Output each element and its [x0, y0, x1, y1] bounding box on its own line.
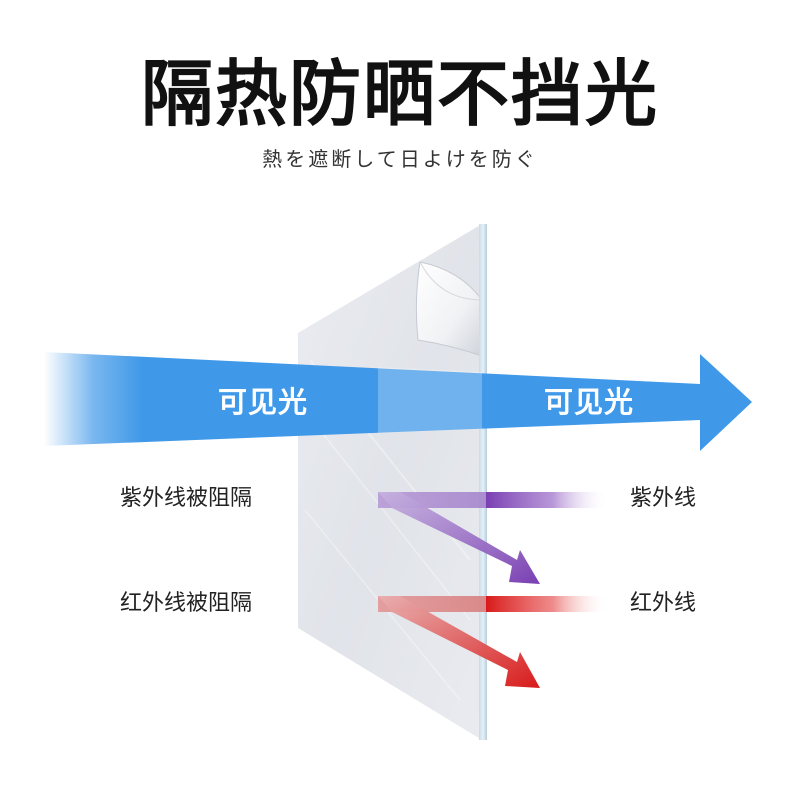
ir-outgoing-arrow	[486, 596, 608, 612]
peeled-corner-back	[419, 261, 483, 301]
visible-light-film-overlap	[378, 367, 482, 433]
visible-light-beam	[44, 352, 752, 451]
ir-deflected-arrow	[378, 596, 540, 688]
uv-outgoing-arrow	[486, 492, 608, 508]
visible-light-label-right: 可见光	[544, 385, 635, 419]
uv-blocked-label: 紫外线被阻隔	[120, 486, 253, 511]
ir-blocked-label: 红外线被阻隔	[120, 591, 253, 616]
glass-edge	[479, 224, 487, 740]
peeled-corner	[415, 261, 483, 357]
page-subtitle: 熱を遮断して日よけを防ぐ	[262, 147, 538, 171]
uv-label: 紫外线	[630, 486, 697, 511]
page-title: 隔热防晒不挡光	[140, 52, 659, 136]
ir-label: 红外线	[630, 591, 697, 616]
uv-deflected-arrow	[378, 492, 540, 584]
visible-light-label-left: 可见光	[218, 385, 309, 419]
